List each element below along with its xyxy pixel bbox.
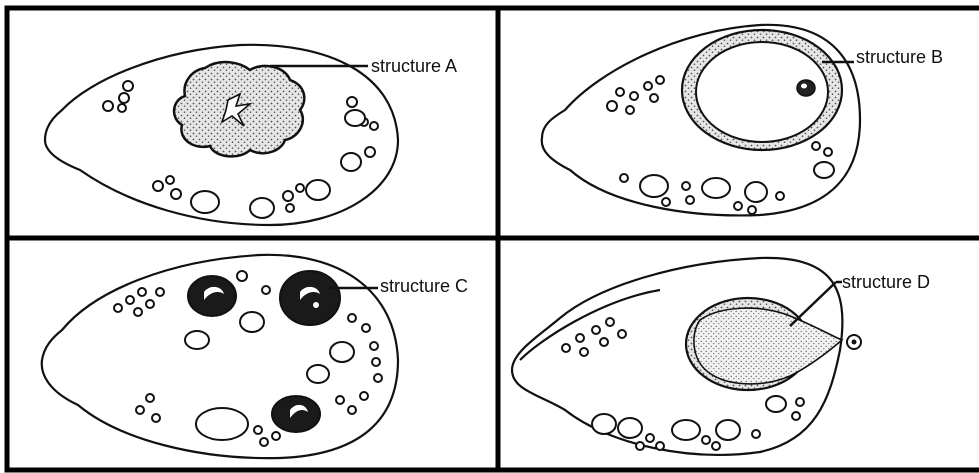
dark-cell-bottom xyxy=(272,396,320,432)
label-structure-c: structure C xyxy=(380,276,468,296)
vacuoles-c xyxy=(114,271,382,446)
label-structure-a: structure A xyxy=(371,56,457,76)
structure-c-cells xyxy=(188,271,340,432)
structure-b-nucleus xyxy=(797,80,815,96)
cell-inner-line-d xyxy=(520,290,660,360)
panel-a: structure A xyxy=(45,45,457,225)
label-structure-d: structure D xyxy=(842,272,930,292)
structure-c xyxy=(280,271,340,325)
dark-cell-left xyxy=(188,276,236,316)
panel-d: structure D xyxy=(512,258,930,455)
panel-c: structure C xyxy=(42,255,468,458)
structure-d xyxy=(694,308,842,384)
structure-b-nucleus-spot xyxy=(801,84,807,89)
label-structure-b: structure B xyxy=(856,47,943,67)
leader-line-d-1 xyxy=(790,282,836,326)
panel-b: structure B xyxy=(542,25,943,216)
